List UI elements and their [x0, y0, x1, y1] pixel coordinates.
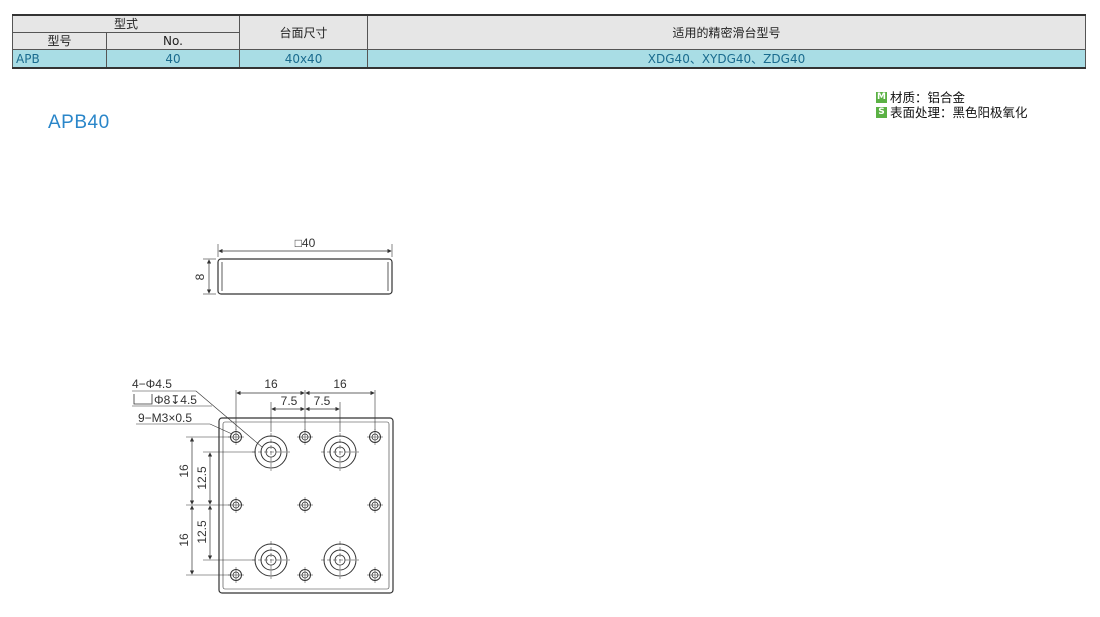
- top-dim-left: 16: [264, 377, 278, 391]
- header-table-size: 台面尺寸: [239, 14, 369, 50]
- counterbore-symbol-icon: [133, 394, 153, 405]
- hole-callout-3: 9−M3×0.5: [138, 411, 192, 425]
- threaded-hole-icon: [366, 496, 384, 514]
- threaded-hole-icon: [296, 496, 314, 514]
- material-badge-icon: M: [876, 92, 887, 103]
- cell-size: 40x40: [239, 49, 369, 69]
- header-no: No.: [105, 32, 241, 50]
- cell-no: 40: [105, 49, 241, 69]
- left-dim-lower-outer: 16: [177, 533, 191, 547]
- threaded-hole-icon: [227, 428, 245, 446]
- table-row: APB 40 40x40 XDG40、XYDG40、ZDG40: [12, 49, 1086, 69]
- side-view: □40 8: [193, 236, 393, 295]
- top-dim-right: 16: [333, 377, 347, 391]
- threaded-hole-icon: [296, 566, 314, 584]
- counterbore-hole-icon: [251, 432, 291, 472]
- cell-stages: XDG40、XYDG40、ZDG40: [367, 49, 1086, 69]
- note-surface-text: 表面处理：黑色阳极氧化: [890, 105, 1028, 120]
- inner-dim-right: 7.5: [314, 394, 331, 408]
- threaded-hole-icon: [366, 428, 384, 446]
- hole-callout-2: Φ8↧4.5: [154, 393, 197, 407]
- counterbore-hole-icon: [251, 540, 291, 580]
- surface-badge-icon: S: [876, 107, 887, 118]
- threaded-hole-icon: [296, 428, 314, 446]
- threaded-hole-icon: [366, 566, 384, 584]
- threaded-hole-icon: [227, 566, 245, 584]
- note-surface: S 表面处理：黑色阳极氧化: [876, 105, 1028, 120]
- left-dim-lower-inner: 12.5: [195, 520, 209, 544]
- header-type-group: 型式: [11, 14, 241, 33]
- counterbore-hole-icon: [320, 540, 360, 580]
- product-title: APB40: [48, 112, 110, 133]
- left-dim-upper-inner: 12.5: [195, 466, 209, 490]
- top-view: 16 16 7.5 7.5 16 12.5 16 12.5 4−Φ4.5 Φ8↧…: [132, 377, 394, 594]
- material-notes: M 材质：铝合金 S 表面处理：黑色阳极氧化: [876, 90, 1028, 120]
- left-dim-upper-outer: 16: [177, 464, 191, 478]
- header-applicable-stages: 适用的精密滑台型号: [367, 14, 1086, 50]
- side-thickness-label: 8: [193, 273, 207, 280]
- side-width-label: □40: [295, 236, 316, 250]
- cell-model: APB: [12, 49, 107, 69]
- counterbore-hole-icon: [320, 432, 360, 472]
- note-material: M 材质：铝合金: [876, 90, 1028, 105]
- note-material-text: 材质：铝合金: [890, 90, 966, 105]
- threaded-hole-icon: [227, 496, 245, 514]
- hole-callout-1: 4−Φ4.5: [132, 377, 172, 391]
- inner-dim-left: 7.5: [281, 394, 298, 408]
- spec-table: 型式 台面尺寸 适用的精密滑台型号 型号 No. APB 40 40x40 XD…: [11, 14, 1086, 69]
- header-model: 型号: [12, 32, 107, 50]
